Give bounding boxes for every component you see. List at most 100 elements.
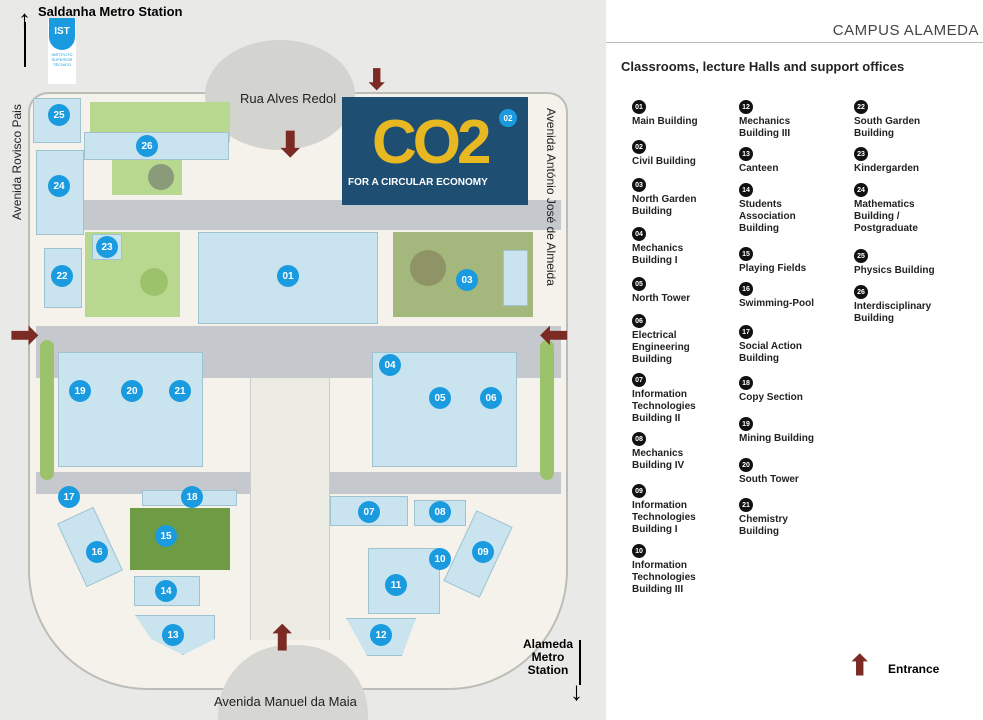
legend-label: Interdisciplinary Building — [854, 301, 932, 324]
legend-label: Electrical Engineering Building — [632, 330, 690, 365]
building-marker-16[interactable]: 16 — [86, 541, 108, 563]
building-marker-25[interactable]: 25 — [48, 104, 70, 126]
campus-title: CAMPUS ALAMEDA — [832, 22, 979, 39]
building-marker-07[interactable]: 07 — [358, 501, 380, 523]
legend-number-badge: 21 — [739, 498, 753, 512]
building-marker-14[interactable]: 14 — [155, 580, 177, 602]
building-marker-19[interactable]: 19 — [69, 380, 91, 402]
building-22 — [44, 248, 82, 308]
entrance-arrow-west-icon: ➡ — [10, 316, 39, 354]
legend-label: Social Action Building — [739, 341, 802, 364]
entrance-arrow-east-icon: ⬅ — [540, 316, 569, 354]
building-marker-09[interactable]: 09 — [472, 541, 494, 563]
legend-number-badge: 22 — [854, 100, 868, 114]
legend-number-badge: 07 — [632, 373, 646, 387]
building-marker-15[interactable]: 15 — [155, 525, 177, 547]
north-arrow-line — [24, 22, 26, 67]
legend-label: Playing Fields — [739, 263, 807, 274]
playing-field — [130, 508, 230, 570]
building-marker-21[interactable]: 21 — [169, 380, 191, 402]
legend-number-badge: 26 — [854, 285, 868, 299]
building-marker-13[interactable]: 13 — [162, 624, 184, 646]
entrance-legend-label: Entrance — [888, 662, 940, 676]
legend-label: Main Building — [632, 116, 698, 127]
legend-label: Information Technologies Building III — [632, 560, 696, 595]
legend-number-badge: 03 — [632, 178, 646, 192]
legend-heading: Classrooms, lecture Halls and support of… — [621, 59, 905, 74]
legend-label: Physics Building — [854, 265, 935, 276]
legend-number-badge: 01 — [632, 100, 646, 114]
alameda-station-label: Alameda Metro Station — [522, 637, 574, 677]
entrance-arrow-south-icon: ⬆ — [268, 620, 297, 658]
building-marker-03[interactable]: 03 — [456, 269, 478, 291]
legend-number-badge: 09 — [632, 484, 646, 498]
building-marker-01[interactable]: 01 — [277, 265, 299, 287]
building-marker-12[interactable]: 12 — [370, 624, 392, 646]
entrance-arrow-north2-icon: ⬇ — [365, 64, 389, 95]
building-marker-05[interactable]: 05 — [429, 387, 451, 409]
saldanha-station-label: Saldanha Metro Station — [38, 4, 183, 19]
legend-label: Copy Section — [739, 392, 803, 403]
building-03 — [503, 250, 528, 306]
legend-number-badge: 10 — [632, 544, 646, 558]
street-east-label: Avenida António José de Almeida — [544, 108, 558, 286]
tree — [410, 250, 446, 286]
north-arrow-icon: ↑ — [18, 4, 31, 34]
legend-number-badge: 19 — [739, 417, 753, 431]
building-marker-22[interactable]: 22 — [51, 265, 73, 287]
building-marker-20[interactable]: 20 — [121, 380, 143, 402]
building-marker-02[interactable]: 02 — [499, 109, 517, 127]
legend-label: Mechanics Building I — [632, 243, 684, 266]
legend-label: Canteen — [739, 163, 779, 174]
legend-number-badge: 14 — [739, 183, 753, 197]
banner-subtitle: FOR A CIRCULAR ECONOMY — [348, 177, 488, 188]
tree — [40, 340, 54, 480]
legend-number-badge: 13 — [739, 147, 753, 161]
building-marker-18[interactable]: 18 — [181, 486, 203, 508]
legend-number-badge: 12 — [739, 100, 753, 114]
building-marker-24[interactable]: 24 — [48, 175, 70, 197]
building-marker-10[interactable]: 10 — [429, 548, 451, 570]
legend-label: Civil Building — [632, 156, 696, 167]
building-marker-23[interactable]: 23 — [96, 236, 118, 258]
building-marker-11[interactable]: 11 — [385, 574, 407, 596]
legend-label: Swimming-Pool — [739, 298, 814, 309]
south-arrow-line — [579, 640, 581, 685]
north-roundabout — [205, 40, 355, 150]
street-south-label: Avenida Manuel da Maia — [214, 694, 357, 709]
co2-banner: CO2 FOR A CIRCULAR ECONOMY — [342, 97, 528, 205]
building-marker-06[interactable]: 06 — [480, 387, 502, 409]
legend-number-badge: 25 — [854, 249, 868, 263]
building-marker-08[interactable]: 08 — [429, 501, 451, 523]
central-mall — [250, 378, 330, 640]
building-marker-17[interactable]: 17 — [58, 486, 80, 508]
legend-number-badge: 06 — [632, 314, 646, 328]
legend-label: Information Technologies Building I — [632, 500, 696, 535]
legend-number-badge: 04 — [632, 227, 646, 241]
building-marker-26[interactable]: 26 — [136, 135, 158, 157]
building-marker-04[interactable]: 04 — [379, 354, 401, 376]
legend-label: Mechanics Building IV — [632, 448, 685, 471]
street-west-label: Avenida Rovisco Pais — [10, 104, 24, 220]
legend-label: North Garden Building — [632, 194, 697, 217]
legend-number-badge: 23 — [854, 147, 868, 161]
campus-map: CO2 FOR A CIRCULAR ECONOMY IST INSTITUTO… — [0, 0, 606, 720]
legend-label: South Garden Building — [854, 116, 921, 139]
plaza-north — [36, 200, 561, 230]
